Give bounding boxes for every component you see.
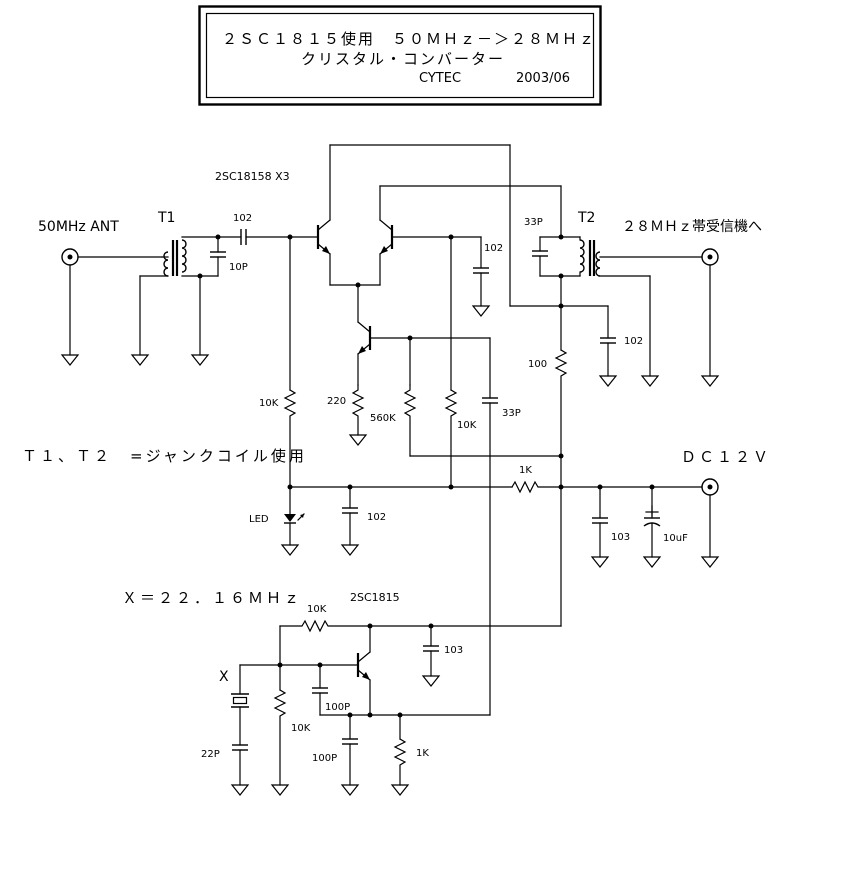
c-102-input [217, 229, 319, 245]
led-label: LED [249, 514, 269, 525]
c-102-led-label: 102 [367, 512, 386, 523]
r-220 [348, 384, 368, 446]
ant-label: 50MHz ANT [38, 219, 119, 235]
c-22p-label: 22P [201, 749, 220, 760]
crystal-x [231, 664, 281, 746]
osc-transistor-label: 2SC1815 [350, 591, 400, 604]
c-103-osc-label: 103 [444, 645, 463, 656]
title-author: CYTEC [419, 71, 461, 86]
r-560k-label: 560K [370, 413, 396, 424]
r-10k-mid-label: 10K [457, 420, 477, 431]
r-220-label: 220 [327, 396, 346, 407]
r-10k-left [283, 236, 297, 488]
q4-osc-transistor [277, 625, 371, 716]
q2-transistor [379, 185, 482, 286]
t1-transformer [130, 236, 219, 366]
c-102-t2 [558, 275, 618, 387]
output-connector [700, 248, 720, 387]
c-103-supply [590, 486, 610, 568]
r-10k-left-label: 10K [259, 398, 279, 409]
title-block: ２ＳＣ１８１５使用 ５０ＭＨｚ－＞２８ＭＨｚ クリスタル・コンバーター CYTE… [198, 5, 602, 106]
transistor-group-label: 2SC18158 X3 [215, 170, 290, 183]
r-1k-osc [390, 714, 410, 796]
r-1k-supply [511, 480, 703, 494]
c-102-input-label: 102 [233, 213, 252, 224]
r-10k-osc [279, 619, 434, 666]
dc-connector [700, 478, 720, 568]
c-100p-lower [340, 714, 360, 796]
q3-transistor [357, 284, 491, 386]
led-indicator [280, 486, 305, 556]
r-1k-supply-label: 1K [519, 465, 532, 476]
c-102-mixer-label: 102 [484, 243, 503, 254]
c-22p [230, 744, 250, 796]
dc-label: ＤＣ１２Ｖ [681, 448, 771, 466]
q1-transistor [316, 144, 331, 286]
r-1k-osc-label: 1K [416, 748, 429, 759]
crystal-label: X [219, 669, 229, 685]
c-102-t2-label: 102 [624, 336, 643, 347]
r-10k-osc-bias-label: 10K [291, 723, 311, 734]
r-560k [403, 335, 562, 457]
c-10p [190, 234, 226, 366]
c-10uf [642, 486, 662, 568]
c-33p-t2-label: 33P [524, 217, 543, 228]
c-103-supply-label: 103 [611, 532, 630, 543]
out-label: ２８ＭＨｚ帯受信機へ [622, 219, 762, 235]
c-102-led [340, 486, 360, 556]
c-33p-mid-label: 33P [502, 408, 521, 419]
r-10k-osc-label: 10K [307, 604, 327, 615]
c-33p-t2 [532, 234, 581, 279]
c-33p-mid [482, 337, 498, 716]
t2-label: T2 [577, 210, 595, 226]
antenna-input [60, 248, 163, 366]
t1-label: T1 [157, 210, 175, 226]
c-100p-lower-label: 100P [312, 753, 337, 764]
c-100p-upper [312, 664, 328, 716]
r-10k-mid [444, 236, 458, 488]
t2-transformer [579, 236, 703, 387]
r-10k-osc-bias [270, 664, 290, 796]
r-100-label: 100 [528, 359, 547, 370]
c-10p-label: 10P [229, 262, 248, 273]
c-10uf-label: 10uF [663, 533, 688, 544]
c-102-mixer [448, 234, 491, 317]
c-103-osc [421, 625, 441, 687]
coil-note: Ｔ１、Ｔ２ =ジャンクコイル使用 [22, 447, 307, 465]
title-line2: クリスタル・コンバーター [301, 50, 505, 68]
title-line1: ２ＳＣ１８１５使用 ５０ＭＨｚ－＞２８ＭＨｚ [222, 30, 596, 48]
crystal-note: Ｘ＝２２．１６ＭＨｚ [122, 589, 302, 607]
title-date: 2003/06 [516, 71, 570, 86]
r-100 [554, 349, 568, 488]
c-100p-upper-label: 100P [325, 702, 350, 713]
